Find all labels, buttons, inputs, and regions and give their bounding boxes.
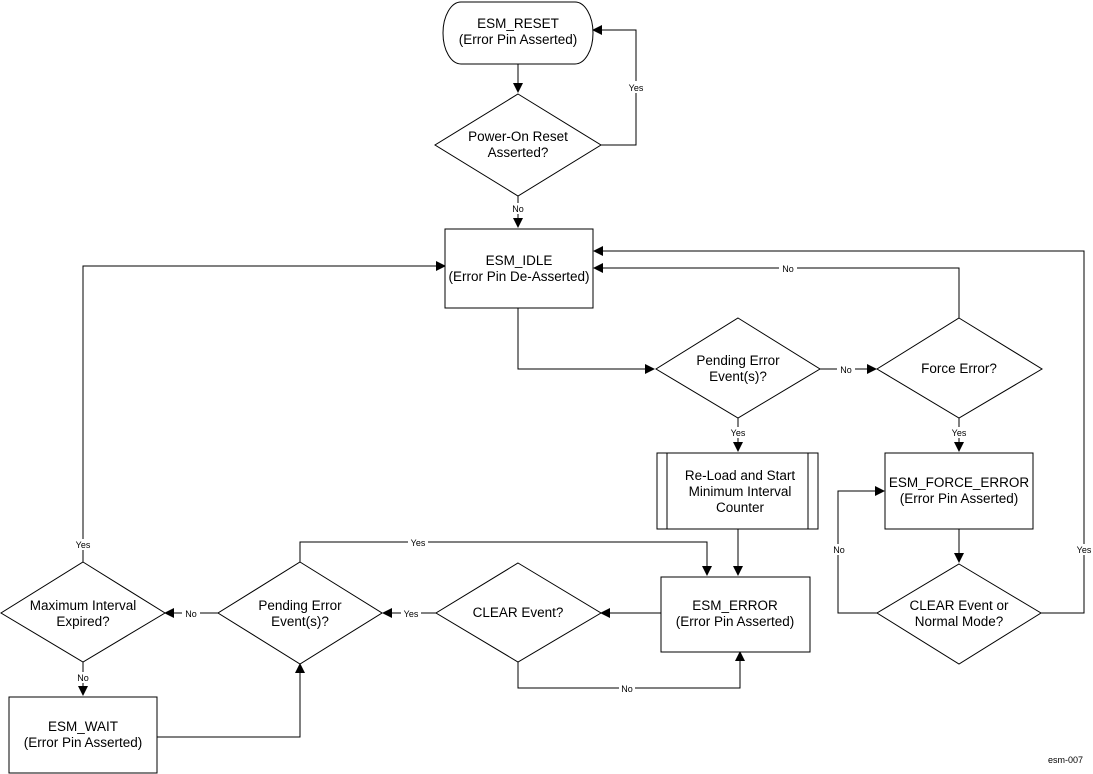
svg-text:No: No — [185, 609, 197, 619]
edge-wait-to-pending2 — [157, 663, 305, 738]
svg-text:No: No — [840, 365, 852, 375]
label-max-yes: Yes — [73, 539, 93, 550]
label-force-yes: Yes — [949, 427, 969, 438]
node-label-line: Expired? — [56, 614, 109, 629]
node-label-line: ESM_FORCE_ERROR — [889, 475, 1030, 490]
node-label-line: (Error Pin Asserted) — [900, 491, 1019, 506]
label-clear-yes: Yes — [401, 608, 421, 619]
node-esm-idle: ESM_IDLE (Error Pin De-Asserted) — [444, 228, 594, 309]
svg-text:No: No — [621, 684, 633, 694]
edge-clearnormal-yes — [593, 246, 1085, 614]
node-label-line: Pending Error — [258, 598, 342, 613]
label-pending2-no: No — [182, 608, 200, 619]
node-label-line: (Error Pin Asserted) — [24, 735, 143, 750]
node-label-line: ESM_ERROR — [692, 598, 778, 613]
svg-text:No: No — [782, 264, 794, 274]
label-clearnormal-yes: Yes — [1073, 544, 1093, 555]
node-pending-error-1: Pending Error Event(s)? — [655, 317, 821, 419]
svg-text:No: No — [833, 545, 845, 555]
node-reload-counter: Re-Load and Start Minimum Interval Count… — [656, 452, 819, 530]
node-label-line: Power-On Reset — [468, 129, 568, 144]
node-label-line: Event(s)? — [709, 369, 767, 384]
node-label-line: Normal Mode? — [915, 614, 1004, 629]
svg-text:Yes: Yes — [629, 83, 644, 93]
edge-max-yes — [82, 261, 446, 562]
node-label-line: CLEAR Event or — [909, 598, 1009, 613]
node-label-line: ESM_IDLE — [486, 253, 553, 268]
node-esm-reset: ESM_RESET (Error Pin Asserted) — [442, 1, 594, 65]
node-label-line: Asserted? — [488, 145, 549, 160]
node-clear-or-normal: CLEAR Event or Normal Mode? — [876, 563, 1042, 665]
edge-force-no — [593, 263, 960, 318]
svg-text:Yes: Yes — [952, 428, 967, 438]
node-label-line: (Error Pin Asserted) — [676, 614, 795, 629]
edge-pending2-yes — [299, 541, 712, 576]
node-label-line: ESM_RESET — [477, 16, 559, 31]
label-pending-yes: Yes — [728, 427, 748, 438]
label-force-no: No — [779, 263, 797, 274]
svg-text:Yes: Yes — [411, 538, 426, 548]
node-label-line: Minimum Interval — [689, 484, 792, 499]
node-clear-event: CLEAR Event? — [435, 562, 602, 663]
node-label-line: ESM_WAIT — [48, 719, 118, 734]
svg-text:Yes: Yes — [404, 609, 419, 619]
node-esm-wait: ESM_WAIT (Error Pin Asserted) — [8, 696, 158, 774]
node-label-line: Event(s)? — [271, 614, 329, 629]
label-por-yes: Yes — [626, 81, 646, 93]
svg-text:Yes: Yes — [1077, 545, 1092, 555]
label-clearnormal-no: No — [831, 544, 847, 555]
node-label-line: CLEAR Event? — [473, 605, 564, 620]
node-pending-error-2: Pending Error Event(s)? — [217, 561, 383, 665]
edge-clear-no — [517, 651, 745, 689]
node-label-line: (Error Pin De-Asserted) — [448, 269, 589, 284]
node-label-line: Pending Error — [696, 353, 780, 368]
label-pending2-yes: Yes — [408, 537, 428, 548]
svg-text:Yes: Yes — [76, 540, 91, 550]
node-force-error: Force Error? — [876, 317, 1043, 419]
figure-id: esm-007 — [1048, 755, 1083, 765]
node-label-line: Re-Load and Start — [685, 468, 796, 483]
label-por-no: No — [510, 203, 526, 214]
svg-text:Yes: Yes — [731, 428, 746, 438]
svg-text:No: No — [512, 204, 524, 214]
label-clear-no: No — [619, 683, 635, 694]
node-max-interval: Maximum Interval Expired? — [0, 561, 166, 663]
svg-text:No: No — [77, 673, 89, 683]
node-label-line: Maximum Interval — [30, 598, 137, 613]
node-esm-force-error: ESM_FORCE_ERROR (Error Pin Asserted) — [884, 452, 1034, 530]
node-por-asserted: Power-On Reset Asserted? — [434, 93, 602, 197]
edge-idle-to-pending — [517, 308, 655, 374]
label-max-no: No — [75, 672, 91, 683]
node-label-line: (Error Pin Asserted) — [459, 32, 578, 47]
label-pending-no: No — [837, 364, 855, 375]
node-esm-error: ESM_ERROR (Error Pin Asserted) — [660, 576, 811, 653]
node-label-line: Counter — [716, 500, 765, 515]
node-label-line: Force Error? — [921, 361, 997, 376]
